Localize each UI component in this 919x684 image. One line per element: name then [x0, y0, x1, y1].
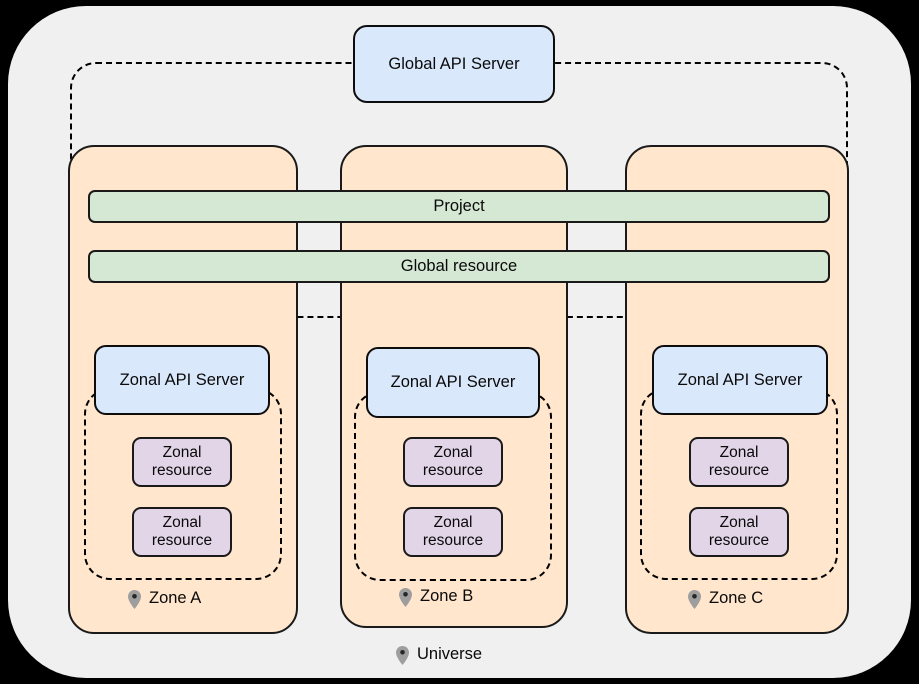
zonal-resource-c-1[interactable]: Zonal resource [689, 437, 789, 487]
zonal-resource-line1: Zonal [433, 444, 473, 461]
zonal-resource-b-2[interactable]: Zonal resource [403, 507, 503, 557]
zonal-resource-line2: resource [422, 462, 484, 479]
location-pin-icon [128, 590, 141, 609]
zonal-resource-line2: resource [422, 532, 484, 549]
zonal-resource-line2: resource [151, 462, 213, 479]
zonal-api-server-c[interactable]: Zonal API Server [652, 345, 828, 415]
global-api-server-box[interactable]: Global API Server [353, 25, 555, 103]
location-pin-icon [399, 588, 412, 607]
zone-b-label: Zone B [399, 587, 474, 607]
zonal-resource-line2: resource [708, 532, 770, 549]
zone-a-label-text: Zone A [149, 589, 202, 607]
location-pin-icon [688, 590, 701, 609]
zonal-resource-c-2[interactable]: Zonal resource [689, 507, 789, 557]
zonal-resource-a-2[interactable]: Zonal resource [132, 507, 232, 557]
zone-c-label: Zone C [688, 589, 764, 609]
zonal-resource-line1: Zonal [719, 514, 759, 531]
zonal-resource-b-1[interactable]: Zonal resource [403, 437, 503, 487]
universe-label-text: Universe [417, 645, 483, 663]
zonal-resource-line1: Zonal [162, 444, 202, 461]
zone-a-label: Zone A [128, 589, 202, 609]
zone-c-label-text: Zone C [709, 589, 764, 607]
zonal-resource-line1: Zonal [162, 514, 202, 531]
universe-label: Universe [396, 645, 483, 665]
global-bar-global-resource[interactable]: Global resource [88, 250, 830, 283]
zone-b-label-text: Zone B [420, 587, 474, 605]
zonal-resource-line2: resource [708, 462, 770, 479]
location-pin-icon [396, 646, 409, 665]
zonal-resource-line2: resource [151, 532, 213, 549]
global-bar-project[interactable]: Project [88, 190, 830, 223]
zonal-resource-line1: Zonal [433, 514, 473, 531]
zonal-api-server-a[interactable]: Zonal API Server [94, 345, 270, 415]
zonal-resource-line1: Zonal [719, 444, 759, 461]
zonal-api-server-b[interactable]: Zonal API Server [366, 347, 540, 418]
zonal-resource-a-1[interactable]: Zonal resource [132, 437, 232, 487]
